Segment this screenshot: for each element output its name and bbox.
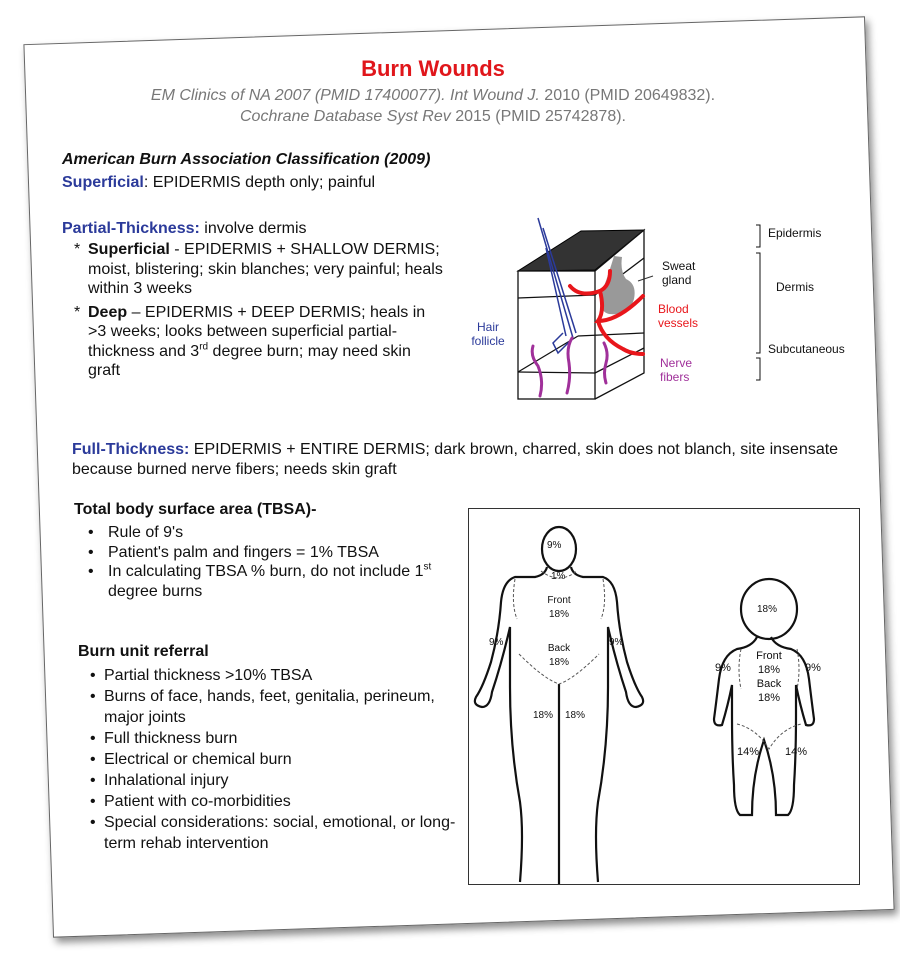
child-left-arm-pct: 9% — [715, 662, 731, 674]
adult-left-leg-pct: 18% — [533, 710, 554, 721]
page-title: Burn Wounds — [361, 56, 505, 81]
child-back-pct: 18% — [757, 692, 781, 704]
list-item: Partial thickness >10% TBSA — [90, 665, 460, 686]
citation-iwj-year: 2010 (PMID 20649832). — [544, 87, 716, 104]
partial-deep-text: – EPIDERMIS + DEEP DERMIS; heals in >3 w… — [88, 303, 426, 360]
superficial-text: : EPIDERMIS depth only; painful — [143, 174, 376, 191]
referral-heading: Burn unit referral — [78, 643, 209, 660]
rule-of-nines-chart: 9% 1% Front 18% Back 18% 9% 9% 18% 18% 18%… — [468, 508, 860, 885]
adult-left-arm-pct: 9% — [489, 637, 504, 648]
partial-deep-sup: rd — [199, 341, 209, 353]
partial-row: Partial-Thickness: involve dermis — [62, 219, 307, 239]
referral-list: Partial thickness >10% TBSA Burns of fac… — [90, 665, 460, 854]
child-front-label: Front — [756, 650, 782, 662]
full-label: Full-Thickness: — [72, 441, 190, 458]
burn-wounds-card: Burn Wounds EM Clinics of NA 2007 (PMID … — [38, 30, 878, 922]
adult-front: Front 18% — [545, 594, 573, 622]
body-outlines — [473, 525, 816, 884]
skin-layers-diagram — [516, 217, 761, 400]
adult-front-label: Front — [547, 595, 571, 606]
list-item: Patient's palm and fingers = 1% TBSA — [82, 543, 462, 563]
superficial-row: Superficial: EPIDERMIS depth only; painf… — [62, 173, 375, 193]
tbsa-list: Rule of 9's Patient's palm and fingers =… — [82, 523, 462, 601]
label-epidermis: Epidermis — [768, 226, 822, 240]
full-text: EPIDERMIS + ENTIRE DERMIS; dark brown, c… — [72, 441, 839, 478]
adult-head-pct: 9% — [547, 540, 562, 551]
classification-heading: American Burn Association Classification… — [62, 151, 431, 168]
label-blood-vessels: Blood vessels — [658, 302, 699, 330]
list-item: Rule of 9's — [82, 523, 462, 543]
tbsa-item-3-tail: degree burns — [108, 582, 203, 600]
child-right-arm-pct: 9% — [805, 662, 821, 674]
adult-neck-pct: 1% — [551, 571, 566, 582]
adult-back-pct: 18% — [548, 657, 569, 668]
child-head-pct: 18% — [757, 604, 778, 615]
adult-front-pct: 18% — [548, 609, 569, 620]
list-item: Full thickness burn — [90, 728, 460, 749]
full-thickness-row: Full-Thickness: EPIDERMIS + ENTIRE DERMI… — [72, 440, 842, 479]
label-nerve-fibers: Nerve fibers — [660, 356, 693, 384]
label-hair-follicle: Hair follicle — [471, 320, 505, 348]
list-item: Inhalational injury — [90, 770, 460, 791]
list-item: Electrical or chemical burn — [90, 749, 460, 770]
child-right-leg-pct: 14% — [785, 746, 808, 758]
adult-back-label: Back — [547, 643, 571, 654]
child-back-label: Back — [756, 678, 782, 690]
citation-iwj: Int Wound J. — [450, 87, 540, 104]
partial-superficial-label: Superficial — [88, 241, 170, 258]
child-front-pct: 18% — [757, 664, 781, 676]
adult-back: Back 18% — [545, 642, 573, 670]
adult-right-arm-pct: 9% — [609, 637, 624, 648]
citation-line-2: Cochrane Database Syst Rev 2015 (PMID 25… — [38, 107, 828, 126]
adult-right-leg-pct: 18% — [565, 710, 586, 721]
citation-line-1: EM Clinics of NA 2007 (PMID 17400077). I… — [38, 86, 828, 105]
superficial-label: Superficial — [62, 174, 144, 191]
tbsa-item-3: In calculating TBSA % burn, do not inclu… — [108, 563, 424, 580]
citation-cochrane-year: 2015 (PMID 25742878). — [455, 108, 626, 125]
label-dermis: Dermis — [776, 280, 814, 294]
partial-text: involve dermis — [199, 220, 307, 237]
partial-superficial: *Superficial - EPIDERMIS + SHALLOW DERMI… — [74, 241, 443, 380]
partial-deep-tail: degree burn; may need skin graft — [88, 342, 411, 380]
list-item: In calculating TBSA % burn, do not inclu… — [82, 562, 462, 601]
list-item: Burns of face, hands, feet, genitalia, p… — [90, 686, 460, 728]
partial-deep-label: Deep — [88, 303, 128, 321]
label-sweat-gland: Sweat gland — [662, 259, 696, 287]
list-item: Patient with co-morbidities — [90, 791, 460, 812]
tbsa-item-3-sup: st — [423, 561, 432, 573]
partial-label: Partial-Thickness: — [62, 220, 200, 237]
child-front-back: Front 18% Back 18% — [753, 649, 785, 705]
list-item: Special considerations: social, emotiona… — [90, 812, 460, 854]
label-subcutaneous: Subcutaneous — [768, 342, 845, 356]
citation-cochrane: Cochrane Database Syst Rev — [239, 108, 451, 125]
partial-superficial-text: - EPIDERMIS + SHALLOW DERMIS; moist, bli… — [88, 241, 443, 297]
citation-emc: EM Clinics of NA 2007 (PMID 17400077). — [150, 87, 446, 104]
tbsa-heading: Total body surface area (TBSA)- — [74, 501, 317, 518]
child-left-leg-pct: 14% — [737, 746, 760, 758]
